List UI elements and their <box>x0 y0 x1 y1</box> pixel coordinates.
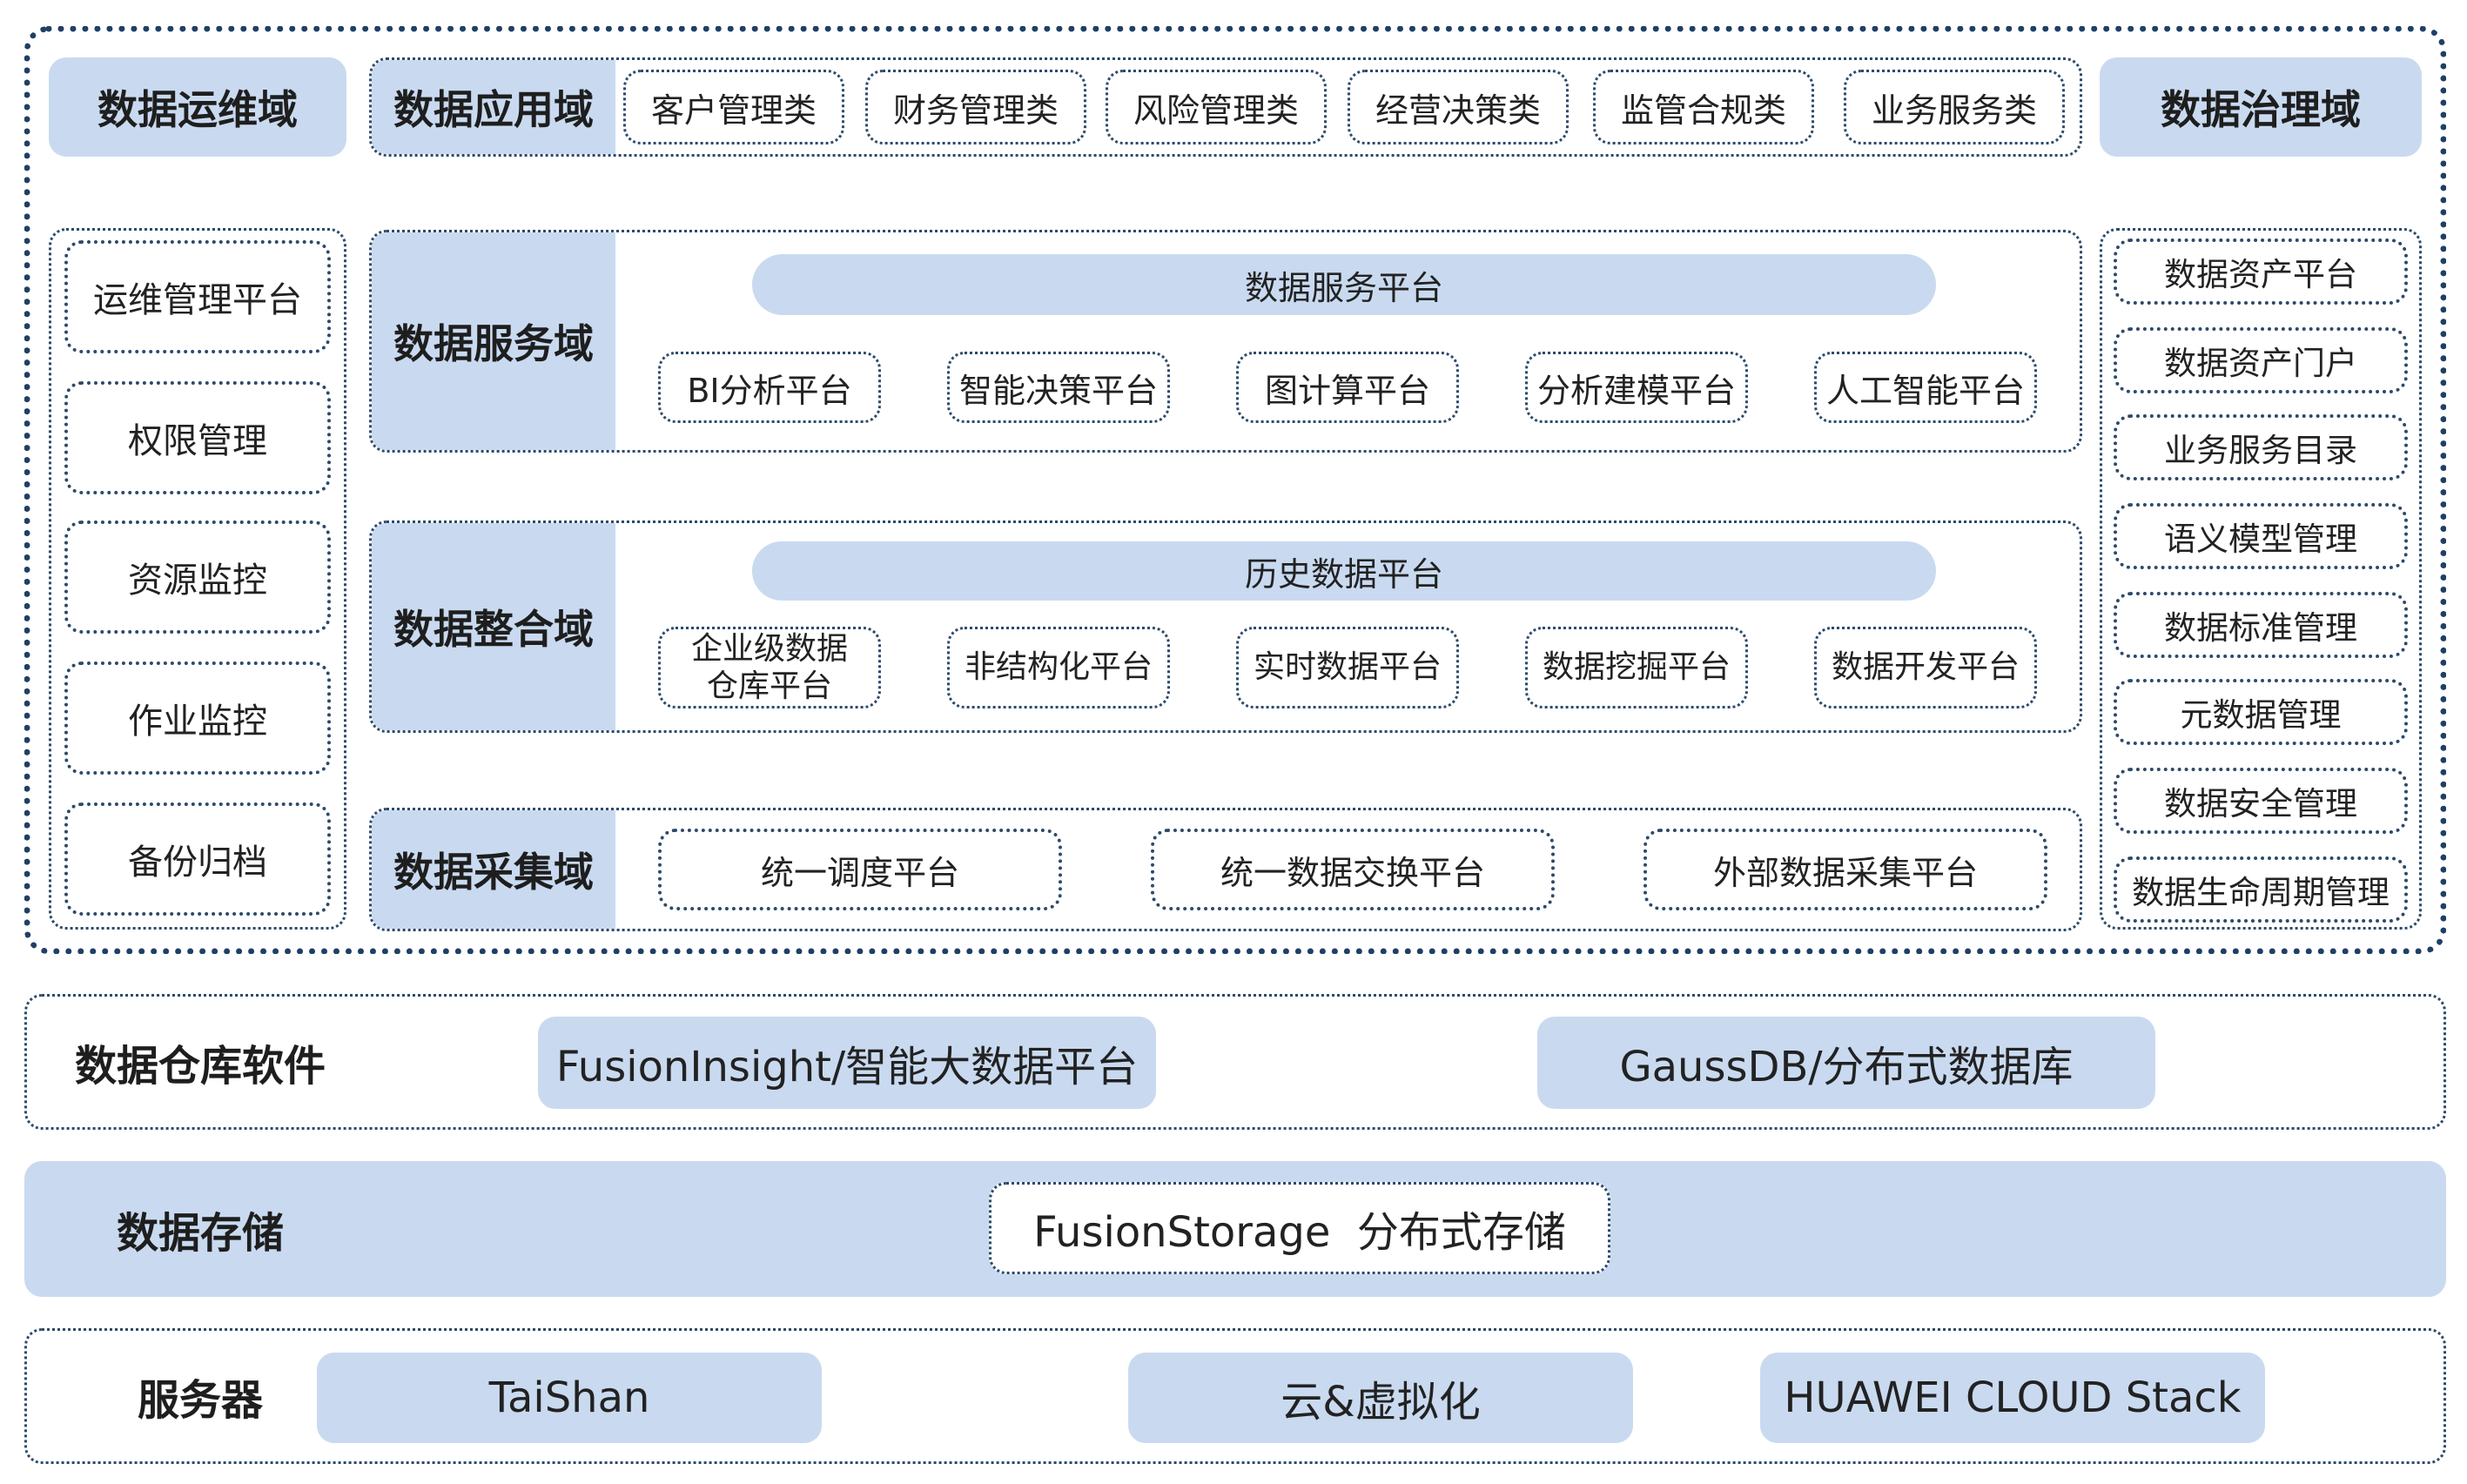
ops-item: 资源监控 <box>64 520 331 634</box>
service-item: 人工智能平台 <box>1814 352 2037 423</box>
application-item: 客户管理类 <box>623 70 844 144</box>
application-domain-title: 数据应用域 <box>372 60 615 154</box>
collection-item: 统一调度平台 <box>658 829 1062 910</box>
storage-layer-title: 数据存储 <box>116 1209 284 1258</box>
governance-item: 数据生命周期管理 <box>2114 856 2408 923</box>
collection-domain-title: 数据采集域 <box>372 810 615 929</box>
application-item: 监管合规类 <box>1593 70 1814 144</box>
service-item: 分析建模平台 <box>1525 352 1748 423</box>
service-item: 图计算平台 <box>1236 352 1459 423</box>
server-layer-title: 服务器 <box>137 1376 263 1425</box>
cloud-virtualization-box: 云&虚拟化 <box>1128 1353 1633 1443</box>
governance-item: 数据安全管理 <box>2114 768 2408 834</box>
warehouse-layer-title: 数据仓库软件 <box>74 1042 326 1091</box>
application-item: 风险管理类 <box>1106 70 1327 144</box>
integration-item: 非结构化平台 <box>947 627 1170 708</box>
integration-item: 实时数据平台 <box>1236 627 1459 708</box>
collection-item: 统一数据交换平台 <box>1151 829 1555 910</box>
service-item: 智能决策平台 <box>947 352 1170 423</box>
governance-item: 数据资产平台 <box>2114 238 2408 305</box>
service-item: BI分析平台 <box>658 352 881 423</box>
ops-domain-title: 数据运维域 <box>49 57 346 157</box>
service-domain-title: 数据服务域 <box>372 232 615 450</box>
governance-item: 数据资产门户 <box>2114 327 2408 393</box>
ops-item: 权限管理 <box>64 381 331 494</box>
taishan-box: TaiShan <box>317 1353 822 1443</box>
integration-domain-title: 数据整合域 <box>372 523 615 730</box>
governance-item: 语义模型管理 <box>2114 503 2408 569</box>
fusioninsight-box: FusionInsight/智能大数据平台 <box>538 1017 1156 1109</box>
application-item: 业务服务类 <box>1844 70 2065 144</box>
fusionstorage-box: FusionStorage 分布式存储 <box>989 1182 1610 1274</box>
collection-item: 外部数据采集平台 <box>1644 829 2047 910</box>
ops-item: 运维管理平台 <box>64 240 331 353</box>
application-item: 经营决策类 <box>1348 70 1569 144</box>
history-data-platform-bar: 历史数据平台 <box>752 541 1936 601</box>
ops-item: 作业监控 <box>64 661 331 775</box>
gaussdb-box: GaussDB/分布式数据库 <box>1537 1017 2155 1109</box>
integration-item: 企业级数据 仓库平台 <box>658 627 881 708</box>
integration-item: 数据挖掘平台 <box>1525 627 1748 708</box>
governance-domain-title: 数据治理域 <box>2100 57 2422 157</box>
integration-item: 数据开发平台 <box>1814 627 2037 708</box>
governance-item: 元数据管理 <box>2114 679 2408 745</box>
data-service-platform-bar: 数据服务平台 <box>752 254 1936 315</box>
governance-item: 业务服务目录 <box>2114 414 2408 480</box>
application-item: 财务管理类 <box>865 70 1086 144</box>
data-domains-frame <box>24 26 2446 954</box>
huawei-cloud-stack-box: HUAWEI CLOUD Stack <box>1760 1353 2265 1443</box>
ops-item: 备份归档 <box>64 802 331 916</box>
governance-item: 数据标准管理 <box>2114 592 2408 658</box>
